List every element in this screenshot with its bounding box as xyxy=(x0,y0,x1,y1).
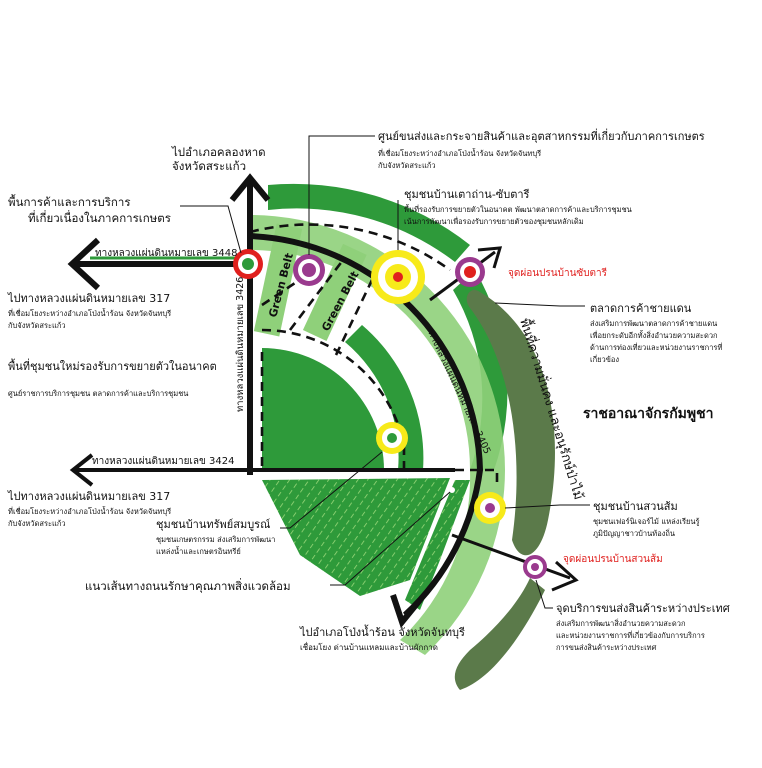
to-317-b-line-2: ที่เชื่อมโยงระหว่างอำเภอโป่งน้ำร้อน จังห… xyxy=(8,506,171,516)
suan-som-line-1: ชุมชนบ้านสวนส้ม xyxy=(593,500,678,513)
conservation-forest-band-south xyxy=(454,578,545,690)
border-market-line-5: เกี่ยวข้อง xyxy=(590,354,619,364)
highway-3448-label: ทางหลวงแผ่นดินหมายเลข 3448 xyxy=(95,248,237,259)
north-destination-line-2: จังหวัดสระแก้ว xyxy=(172,159,246,173)
node-logistics-center[interactable] xyxy=(293,254,325,286)
logistics-center-line-3: กับจังหวัดสระแก้ว xyxy=(378,161,436,170)
logistics-center-line-1: ศูนย์ขนส่งและกระจายสินค้าและอุตสาหกรรมที… xyxy=(378,128,705,143)
west-arrowhead-3448 xyxy=(67,237,101,291)
highway-3405-road xyxy=(249,233,484,618)
green-zone-inner-quarter xyxy=(262,348,384,470)
node-tao-than-community[interactable] xyxy=(371,250,425,304)
green-belt-strip-2 xyxy=(302,243,367,341)
new-community-line-1: พื้นที่ชุมชนใหม่รองรับการขยายตัวในอนาคต xyxy=(8,358,217,373)
node-suan-som-checkpoint[interactable] xyxy=(523,555,547,579)
new-community-line-2: ศูนย์ราชการบริการชุมชน ตลาดการค้าและบริก… xyxy=(8,389,188,398)
intl-transport-line-3: และหน่วยงานราชการที่เกี่ยวข้องกับการบริก… xyxy=(556,630,705,640)
to-317-a-line-2: ที่เชื่อมโยงระหว่างอำเภอโป่งน้ำร้อน จังห… xyxy=(8,308,171,318)
border-market-line-1: ตลาดการค้าชายแดน xyxy=(590,302,692,315)
intl-transport-line-4: การขนส่งสินค้าระหว่างประเทศ xyxy=(556,643,657,652)
highway-3426-label: ทางหลวงแผ่นดินหมายเลข 3426 xyxy=(235,277,246,412)
env-road-label: แนวเส้นทางถนนรักษาคุณภาพสิ่งแวดล้อม xyxy=(85,578,291,593)
tao-than-line-1: ชุมชนบ้านเตาถ่าน-ซับตารี xyxy=(404,188,530,201)
south-arrowhead xyxy=(390,594,423,629)
to-317-a-line-3: กับจังหวัดสระแก้ว xyxy=(8,321,66,330)
intl-transport-line-1: จุดบริการขนส่งสินค้าระหว่างประเทศ xyxy=(556,602,730,615)
cambodia-label: ราชอาณาจักรกัมพูชา xyxy=(583,406,714,422)
highway-buffer-band xyxy=(250,215,505,655)
road-to-suan-som xyxy=(451,533,571,580)
suan-som-line-2: ชุมชนเฟอร์นิเจอร์ไม้ แหล่งเรียนรู้ xyxy=(593,517,700,526)
sap-somboon-line-2: ชุมชนเกษตรกรรม ส่งเสริมการพัฒนา xyxy=(156,535,275,544)
south-destination-line-1: ไปอำเภอโป่งน้ำร้อน จังหวัดจันทบุรี xyxy=(299,624,465,639)
sap-somboon-line-3: แหล่งน้ำและเกษตรอินทรีย์ xyxy=(156,546,241,556)
west-arrowhead-3424 xyxy=(69,453,94,487)
intl-transport-line-2: ส่งเสริมการพัฒนาสิ่งอำนวยความสะดวก xyxy=(556,618,686,628)
suan-som-line-3: ภูมิปัญญาชาวบ้านท้องถิ่น xyxy=(593,528,675,538)
south-destination-line-2: เชื่อมโยง ด่านบ้านแหลมและบ้านผักกาด xyxy=(300,641,438,652)
node-suan-som-community[interactable] xyxy=(474,492,506,524)
border-market-line-3: เพื่อยกระดับอีกทั้งสิ่งอำนวยความสะดวก xyxy=(590,330,718,340)
north-destination-line-1: ไปอำเภอคลองหาด xyxy=(171,145,266,159)
trade-zone-line-2: ที่เกี่ยวเนื่องในภาคการเกษตร xyxy=(28,210,171,225)
node-sab-tari-checkpoint[interactable] xyxy=(455,257,485,287)
border-market-line-4: ด้านการท่องเที่ยวและหน่วยงานราชการที่ xyxy=(590,342,722,352)
north-arrowhead xyxy=(229,173,271,202)
highway-3424-label: ทางหลวงแผ่นดินหมายเลข 3424 xyxy=(92,456,234,467)
tao-than-line-3: เน้นการพัฒนาเพื่อรองรับการขยายตัวของชุมช… xyxy=(404,216,584,226)
node-env-road-marker xyxy=(449,487,455,493)
sab-tari-checkpoint-label: จุดผ่อนปรนบ้านซับตารี xyxy=(508,267,608,279)
node-sap-somboon-community[interactable] xyxy=(376,422,408,454)
green-belt-strip-1 xyxy=(253,223,303,337)
hatched-agri-zone-2 xyxy=(405,480,470,610)
to-317-b-line-3: กับจังหวัดสระแก้ว xyxy=(8,519,66,528)
hatched-agri-zone xyxy=(262,478,450,596)
tao-than-line-2: พื้นที่รองรับการขยายตัวในอนาคต พัฒนาตลาด… xyxy=(404,204,632,214)
node-highway-junction[interactable] xyxy=(233,249,263,279)
to-317-b-line-1: ไปทางหลวงแผ่นดินหมายเลข 317 xyxy=(7,490,170,503)
border-market-line-2: ส่งเสริมการพัฒนาตลาดการค้าชายแดน xyxy=(590,319,717,328)
to-317-a-line-1: ไปทางหลวงแผ่นดินหมายเลข 317 xyxy=(7,292,170,305)
conservation-forest-band xyxy=(466,290,555,556)
trade-zone-line-1: พื้นการค้าและการบริการ xyxy=(8,194,131,209)
leader-lines xyxy=(180,135,590,609)
green-zone-outer-arc xyxy=(268,183,470,262)
logistics-center-line-2: ที่เชื่อมโยงระหว่างอำเภอโป่งน้ำร้อน จังห… xyxy=(378,148,541,158)
sap-somboon-line-1: ชุมชนบ้านทรัพย์สมบูรณ์ xyxy=(156,518,270,531)
suan-som-checkpoint-label: จุดผ่อนปรนบ้านสวนส้ม xyxy=(563,553,663,565)
